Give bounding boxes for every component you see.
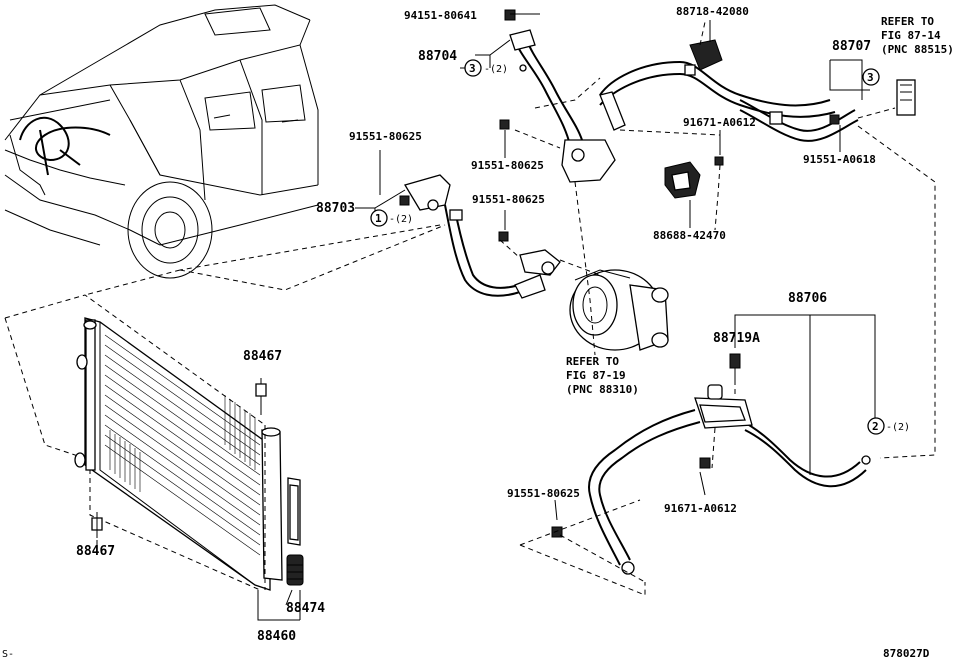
label-88718-42080: 88718-42080 [676,5,749,18]
label-88704: 88704 [418,49,457,64]
reference-note-fig-87-14: REFER TO FIG 87-14 (PNC 88515) [881,15,954,56]
ref1-line1: REFER TO [881,15,934,28]
footer-left-mark: S- [2,649,14,660]
tube-88706 [551,353,871,575]
label-91551-80625-d: 91551-80625 [507,487,580,500]
leader-lines [179,21,936,596]
label-88474: 88474 [286,601,325,616]
label-88706: 88706 [788,291,827,306]
ref2-line1: REFER TO [566,355,619,368]
ref1-line3: (PNC 88515) [881,43,954,56]
condenser-assembly [4,224,446,591]
condenser-fins [104,334,261,556]
label-88467-b: 88467 [76,544,115,559]
callout-2: 2 -(2) [867,417,910,435]
label-91551-80625-a: 91551-80625 [349,130,422,143]
label-91671-a0612-b: 91671-A0612 [664,502,737,515]
callout-3-top-number: 3 [469,62,476,75]
reference-note-fig-87-19: REFER TO FIG 87-19 (PNC 88310) [566,355,639,396]
callout-1-qty: -(2) [389,214,413,225]
callout-2-number: 2 [872,420,879,433]
label-91551-80625-c: 91551-80625 [472,193,545,206]
ref2-line2: FIG 87-19 [566,369,626,382]
ref1-line2: FIG 87-14 [881,29,941,42]
callout-1: 1 -(2) [370,209,413,227]
callout-1-number: 1 [375,212,382,225]
callout-2-qty: -(2) [886,422,910,433]
label-88707: 88707 [832,39,871,54]
callout-3-right-number: 3 [867,71,874,84]
pipe-88707 [399,9,916,242]
label-88688-42470: 88688-42470 [653,229,726,242]
label-88467-a: 88467 [243,349,282,364]
figure-id: 878027D [883,647,930,660]
part-labels: 94151-80641 88718-42080 88704 88707 9155… [76,5,876,644]
label-88460: 88460 [257,629,296,644]
label-91551-80625-b: 91551-80625 [471,159,544,172]
compressor [569,269,669,351]
label-94151-80641: 94151-80641 [404,9,477,22]
bracket-88688 [664,161,701,199]
callout-3-right: 3 [862,68,880,86]
label-88719a: 88719A [713,331,760,346]
callout-3-top: 3 -(2) [464,59,508,77]
vehicle-illustration [4,4,319,279]
label-91671-a0612-a: 91671-A0612 [683,116,756,129]
suction-hose-88704 [509,29,616,183]
callout-brackets [96,13,876,621]
label-91551-a0618: 91551-A0618 [803,153,876,166]
ref2-line3: (PNC 88310) [566,383,639,396]
label-88703: 88703 [316,201,355,216]
callout-3-top-qty: -(2) [484,64,508,75]
discharge-hose-88703 [404,174,561,299]
